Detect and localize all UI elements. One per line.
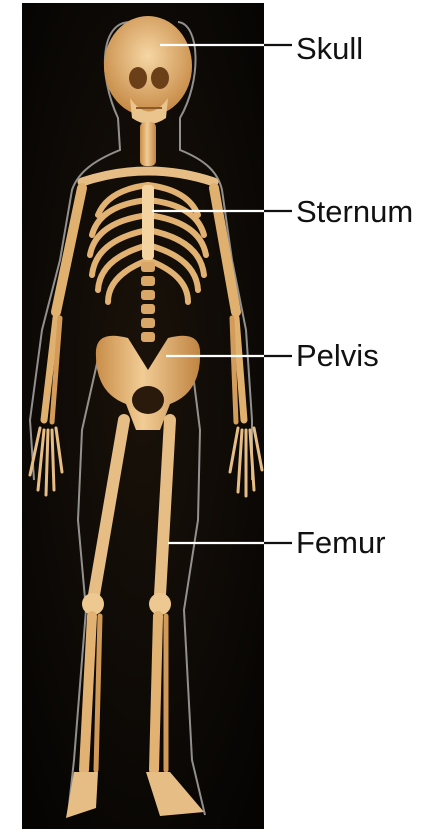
neck <box>140 122 156 166</box>
label-femur: Femur <box>296 527 386 558</box>
label-pelvis: Pelvis <box>296 340 379 371</box>
sternum-bone <box>142 185 154 260</box>
label-sternum: Sternum <box>296 196 413 227</box>
label-skull: Skull <box>296 33 363 64</box>
